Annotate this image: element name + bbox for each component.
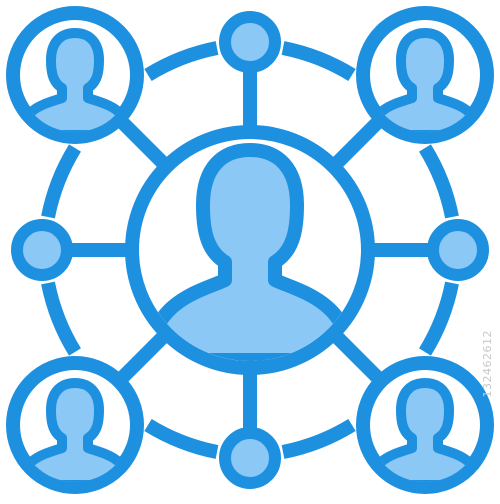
node-right [427, 219, 489, 281]
user-icon [18, 28, 132, 132]
node-top [219, 11, 281, 73]
user-icon [368, 28, 482, 132]
outer-ring [41, 41, 459, 459]
watermark-id: 132462612 [481, 330, 494, 398]
person-node-top-left [6, 6, 144, 144]
person-node-bottom-right [356, 356, 494, 494]
user-icon [368, 378, 482, 482]
person-node-bottom-left [6, 356, 144, 494]
node-bottom [219, 427, 281, 489]
connector-lines [70, 70, 430, 430]
user-icon [18, 378, 132, 482]
person-node-top-right [356, 6, 494, 144]
small-nodes [11, 11, 489, 489]
center-person-node [125, 125, 375, 375]
center-user-icon [143, 143, 357, 361]
node-left [11, 219, 73, 281]
